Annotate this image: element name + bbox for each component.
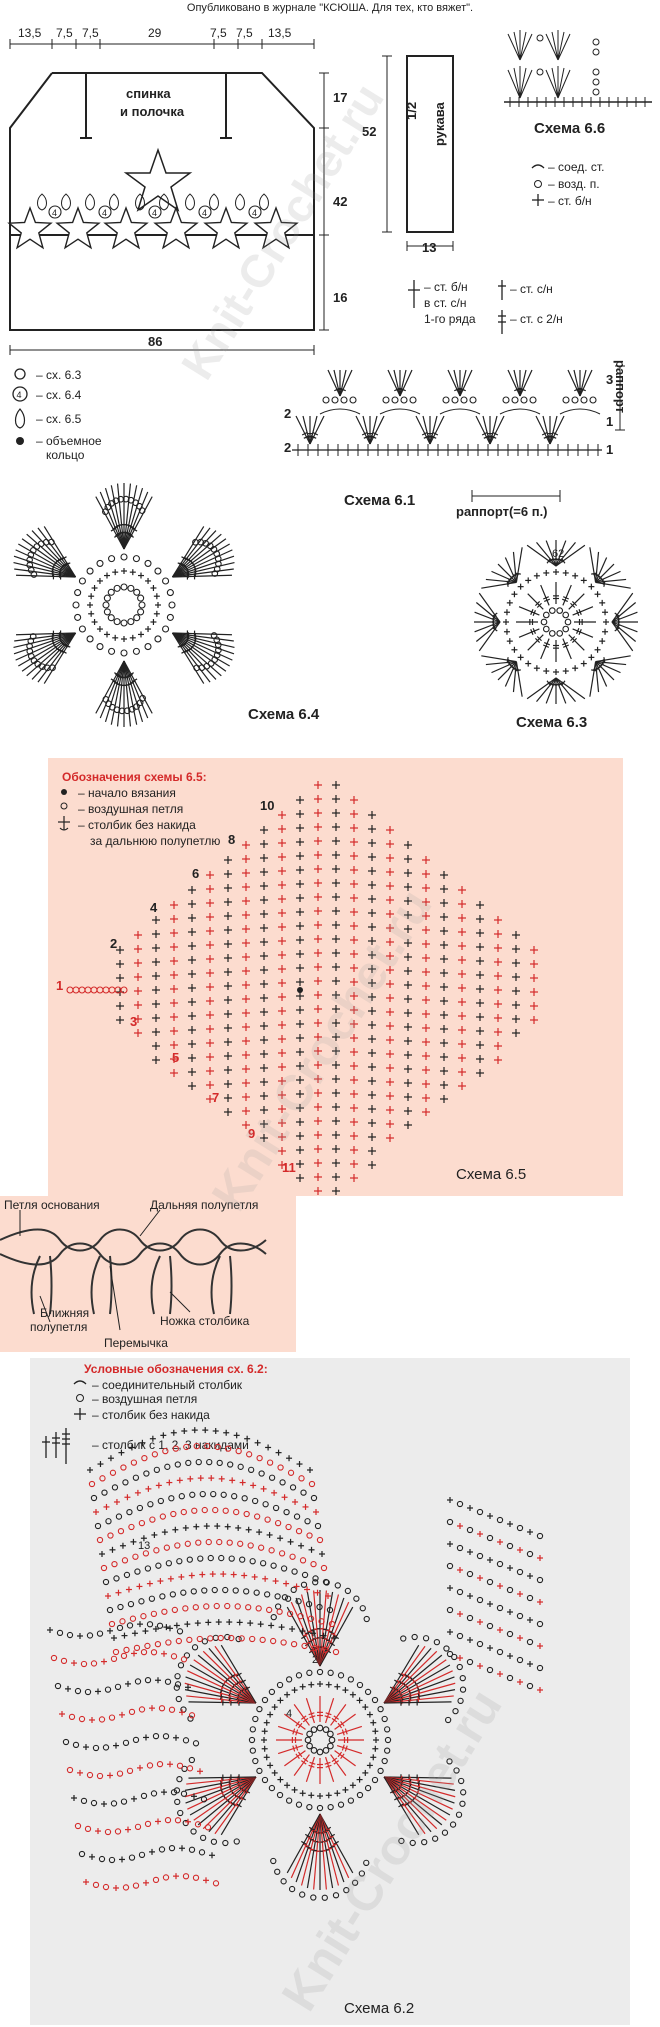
scheme-6-5-row-8: 8: [228, 832, 236, 847]
dim-13-5-left: 13,5: [18, 26, 42, 40]
scheme-6-6-legend-2: – возд. п.: [548, 177, 600, 191]
scheme-6-5-row-3: 3: [130, 1014, 138, 1029]
scheme-6-2-legend-4: – столбик с 1, 2, 3 накидами: [92, 1438, 249, 1452]
svg-text:4: 4: [102, 208, 107, 218]
legend-main-symbols: 4: [12, 368, 28, 445]
scheme-6-5-drawing: [66, 781, 538, 1195]
scheme-6-2-legend-symbols: [42, 1380, 87, 1464]
scheme-6-1-legend-l3: 1-го ряда: [424, 312, 476, 326]
legend-main-6-4: – сх. 6.4: [36, 388, 82, 402]
loop-label-base: Петля основания: [4, 1198, 100, 1212]
loop-label-far-half: Дальняя полупетля: [150, 1198, 259, 1212]
scheme-6-1-rapport-arrow: [471, 490, 561, 502]
scheme-6-6-legend-symbols: [531, 164, 545, 206]
scheme-6-1-legend-l2: в ст. с/н: [424, 296, 467, 310]
scheme-6-5-row-1: 1: [56, 978, 64, 993]
sleeve-label-2: рукава: [432, 102, 447, 146]
scheme-6-6-title: Схема 6.6: [534, 120, 606, 137]
scheme-6-2-label-4: 4: [286, 1708, 293, 1720]
scheme-6-1-row-2-upper: 2: [284, 406, 292, 421]
scheme-6-6-legend-1: – соед. ст.: [548, 160, 605, 174]
scheme-6-4-drawing: [13, 483, 235, 727]
dim-17: 17: [333, 90, 348, 105]
scheme-6-5-row-5: 5: [172, 1050, 180, 1065]
loop-label-bridge: Перемычка: [104, 1336, 168, 1350]
scheme-6-1-legend-symbols: [408, 280, 506, 334]
scheme-6-3-inner-label: 62: [552, 548, 565, 560]
scheme-6-1-rapport-right: раппорт: [613, 360, 628, 413]
scheme-6-5-row-9: 9: [248, 1126, 256, 1141]
legend-main-6-3: – сх. 6.3: [36, 368, 82, 382]
dim-7-5-c: 7,5: [210, 26, 227, 40]
scheme-6-5-legend-3: – столбик без накида: [78, 818, 196, 832]
svg-text:4: 4: [52, 208, 57, 218]
svg-text:4: 4: [17, 390, 22, 400]
scheme-6-1-legend-r2: – ст. с 2/н: [510, 312, 563, 326]
scheme-6-5-row-11: 11: [282, 1160, 296, 1175]
star-motifs-band: 4 4 4 4 4: [7, 193, 299, 250]
dim-7-5-a: 7,5: [56, 26, 73, 40]
scheme-6-5-row-7: 7: [212, 1090, 220, 1105]
legend-main-ring-2: кольцо: [46, 448, 85, 462]
scheme-6-5-title: Схема 6.5: [456, 1166, 527, 1183]
scheme-6-2-drawing: [47, 1427, 544, 1901]
body-label-2: и полочка: [120, 104, 185, 119]
scheme-6-2-legend-3: – столбик без накида: [92, 1408, 210, 1422]
scheme-6-6-drawing: [504, 30, 652, 107]
loop-anatomy-drawing: [0, 1209, 267, 1331]
svg-text:4: 4: [152, 208, 157, 218]
scheme-6-5-legend-2: – воздушная петля: [78, 802, 184, 816]
scheme-6-1-row-2: 2: [284, 440, 292, 455]
dim-42: 42: [333, 194, 348, 209]
sleeve-height: 52: [362, 124, 377, 139]
scheme-6-1-legend-r1: – ст. с/н: [510, 282, 553, 296]
scheme-6-5-legend-4: за дальнюю полупетлю: [90, 834, 221, 848]
scheme-6-3-title: Схема 6.3: [516, 714, 588, 731]
scheme-6-1-rapport-bottom: раппорт(=6 п.): [456, 504, 548, 519]
scheme-6-4-title: Схема 6.4: [248, 706, 320, 723]
sleeve-drawing: [382, 55, 454, 251]
scheme-6-1-legend-l1: – ст. б/н: [424, 280, 468, 294]
svg-text:4: 4: [252, 208, 257, 218]
loop-label-post: Ножка столбика: [160, 1314, 250, 1328]
loop-label-near-1: Ближняя: [40, 1306, 90, 1320]
scheme-6-2-title: Схема 6.2: [344, 2000, 415, 2017]
scheme-6-2-legend-title: Условные обозначения сх. 6.2:: [84, 1362, 268, 1376]
dim-16: 16: [333, 290, 348, 305]
scheme-6-1-title: Схема 6.1: [344, 492, 416, 509]
legend-main-ring: – объемное: [36, 434, 102, 448]
loop-label-near-2: полупетля: [30, 1320, 88, 1334]
scheme-6-5-row-6: 6: [192, 866, 200, 881]
loop-anatomy-panel: [0, 1196, 296, 1352]
dim-29: 29: [148, 26, 162, 40]
dim-86: 86: [148, 334, 163, 349]
scheme-6-1-row-3: 3: [606, 372, 614, 387]
scheme-6-3-drawing: [474, 540, 638, 704]
scheme-6-2-label-13: 13: [138, 1540, 151, 1552]
scheme-6-1-row-1: 1: [606, 442, 614, 457]
dim-7-5-d: 7,5: [236, 26, 253, 40]
garment-pattern-drawing: [9, 39, 329, 355]
scheme-6-6-legend-3: – ст. б/н: [548, 194, 592, 208]
sleeve-width: 13: [422, 240, 437, 255]
scheme-6-1-row-1-upper: 1: [606, 414, 614, 429]
scheme-6-5-row-10: 10: [260, 798, 275, 813]
scheme-6-2-label-2: 2: [312, 1654, 319, 1666]
dim-7-5-b: 7,5: [82, 26, 99, 40]
legend-main-6-5: – сх. 6.5: [36, 412, 82, 426]
sleeve-label-1: 1/2: [404, 101, 419, 120]
scheme-6-5-row-2: 2: [110, 936, 118, 951]
scheme-6-2-panel: [30, 1358, 630, 2025]
scheme-6-5-legend-symbols: [58, 789, 70, 831]
scheme-6-5-legend-title: Обозначения схемы 6.5:: [62, 770, 207, 784]
scheme-6-1-drawing: [292, 365, 625, 456]
scheme-6-5-legend-1: – начало вязания: [78, 786, 176, 800]
scheme-6-2-legend-2: – воздушная петля: [92, 1392, 198, 1406]
dim-13-5-right: 13,5: [268, 26, 292, 40]
scheme-6-2-legend-1: – соединительный столбик: [92, 1378, 243, 1392]
scheme-6-5-row-4: 4: [150, 900, 158, 915]
svg-text:4: 4: [202, 208, 207, 218]
page-header: Опубликовано в журнале "КСЮША. Для тех, …: [186, 2, 474, 14]
body-label-1: спинка: [126, 86, 171, 101]
